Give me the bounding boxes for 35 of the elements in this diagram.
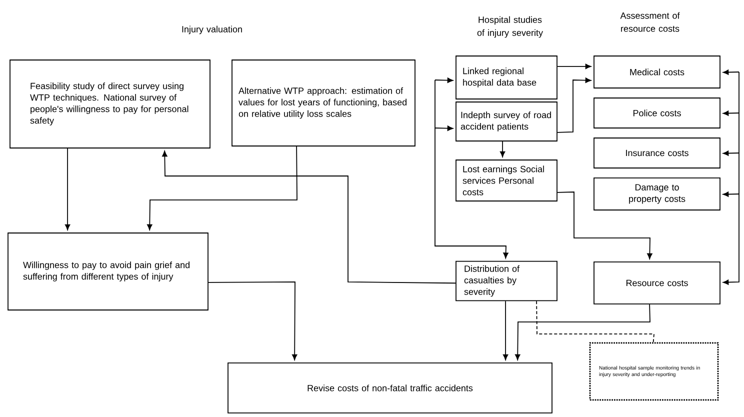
arrow: [557, 78, 592, 133]
arrow: [722, 70, 740, 75]
arrow: [722, 72, 740, 285]
arrow: [557, 64, 592, 70]
column-heading: Hospital studies of injury severity: [477, 16, 543, 38]
process-box: Alternative WTP approach: estimation of values for lost years of functioning, based on relative utility loss scales: [232, 60, 416, 146]
arrow: [515, 304, 650, 360]
dotted-connector: [536, 300, 654, 343]
process-box: Insurance costs: [594, 138, 720, 168]
arrow: [208, 282, 298, 360]
arrow: [500, 141, 506, 158]
arrow: [722, 192, 740, 197]
arrow: [64, 148, 70, 230]
arrow: [722, 110, 740, 116]
arrow: [722, 150, 740, 156]
column-heading: Injury valuation: [182, 26, 242, 34]
arrow: [434, 78, 454, 83]
column-heading: Assessment of resource costs: [620, 12, 680, 32]
arrow: [162, 150, 456, 284]
arrow: [502, 300, 508, 360]
process-box: Revise costs of non-fatal traffic accidents: [228, 362, 552, 414]
process-box: Distribution of casualties by severity: [456, 260, 558, 302]
process-box: Willingness to pay to avoid pain grief and suffering from different types of injury: [8, 232, 208, 310]
arrow: [557, 192, 652, 260]
arrow: [147, 146, 298, 230]
process-box: Medical costs: [594, 56, 720, 88]
process-box: Damage to property costs: [594, 178, 720, 210]
arrow: [434, 80, 508, 258]
process-box: Police costs: [594, 98, 720, 128]
process-box: Feasibility study of direct survey using WTP techniques. National survey of people's willingness to pay for personal safety: [10, 60, 210, 148]
process-box: Lost earnings Social services Personal costs: [456, 160, 558, 202]
process-box: Indepth survey of road accident patients: [456, 102, 558, 142]
process-box: Linked regional hospital data base: [456, 56, 558, 100]
arrow: [434, 126, 454, 131]
process-box: Resource costs: [594, 262, 720, 304]
